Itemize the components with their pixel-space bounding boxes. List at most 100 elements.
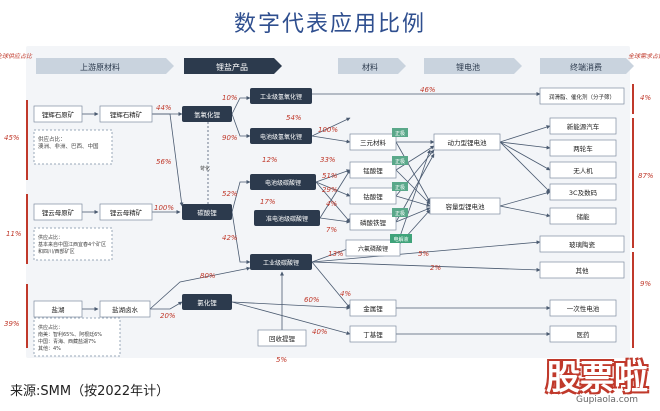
header-terminal: 终端消费 xyxy=(570,62,602,72)
svg-text:锂辉石原矿: 锂辉石原矿 xyxy=(42,110,75,119)
tag-cathode: 正极 xyxy=(392,128,408,137)
note-box-spodumene: 供应占比：澳洲、非洲、巴西、中国 xyxy=(33,129,113,165)
connectors xyxy=(82,92,551,336)
pct-brine-licl: 20% xyxy=(160,312,176,320)
header-material: 材料 xyxy=(362,62,378,72)
tag-cathode: 正极 xyxy=(392,156,408,165)
node-bat-li2co3: 电池级碳酸锂 xyxy=(250,174,316,190)
svg-text:正极: 正极 xyxy=(395,184,405,191)
node-nev: 新能源汽车 xyxy=(549,117,617,135)
node-li2co3: 碳酸锂 xyxy=(182,204,232,220)
node-ess: 储能 xyxy=(549,207,617,225)
pct-supply-lepido: 11% xyxy=(6,230,22,238)
node-lioh: 氢氧化锂 xyxy=(182,106,232,122)
svg-text:氢氧化锂: 氢氧化锂 xyxy=(194,110,221,119)
pct-li2co3-ind: 42% xyxy=(222,234,238,242)
svg-text:润滑脂、催化剂（分子筛）: 润滑脂、催化剂（分子筛） xyxy=(549,93,615,101)
node-power-battery: 动力型锂电池 xyxy=(433,133,501,151)
note-line: 澳洲、非洲、巴西、中国 xyxy=(38,142,99,150)
side-label-left: 全球供应占比 xyxy=(0,52,33,60)
pct-ind-metal: 4% xyxy=(340,290,351,298)
svg-text:三元材料: 三元材料 xyxy=(360,138,387,147)
node-glass: 玻璃陶瓷 xyxy=(539,235,625,253)
pct-bat-li2co3-12: 12% xyxy=(262,156,278,164)
pct-bat-lioh-ncm: 100% xyxy=(318,126,338,134)
node-other: 其他 xyxy=(539,261,625,279)
divider-bar xyxy=(26,100,28,180)
pct-to-lco-29: 29% xyxy=(322,186,338,194)
pct-demand-other: 9% xyxy=(640,280,651,288)
svg-text:两轮车: 两轮车 xyxy=(573,144,593,153)
svg-text:磷酸铁锂: 磷酸铁锂 xyxy=(360,218,387,227)
svg-text:新能源汽车: 新能源汽车 xyxy=(567,122,600,131)
flow-diagram: 上游原材料 锂盐产品 材料 锂电池 终端消费 全球供应占比 全球需求占比 供应占… xyxy=(0,52,660,364)
pct-to-lmo-33: 33% xyxy=(320,156,336,164)
watermark-url: Gupiaola.com xyxy=(576,395,639,405)
note-line: 供应占比： xyxy=(38,135,66,143)
node-ebike: 两轮车 xyxy=(549,139,617,157)
node-lco: 钴酸锂 xyxy=(349,187,397,205)
note-box-lepido: 供应占比：基本来自中国江西宜春4个矿区和四川/西部矿区 xyxy=(33,227,113,261)
pct-brine-li2co3: 80% xyxy=(200,272,216,280)
node-lipf6: 六氟磷酸锂 xyxy=(345,239,401,257)
watermark-logo: 股票啦 xyxy=(546,358,648,398)
node-licl: 氯化锂 xyxy=(182,294,232,310)
pct-lep-li2co3: 100% xyxy=(154,204,174,212)
node-spodumene-ore: 锂辉石原矿 xyxy=(33,105,83,123)
svg-text:锰酸锂: 锰酸锂 xyxy=(363,166,383,175)
svg-text:供应占比：南美：智利65%、阿根廷6%中国：青海、西藏盐湖7: 供应占比：南美：智利65%、阿根廷6%中国：青海、西藏盐湖7%其他：4% xyxy=(38,324,102,352)
side-label-right: 全球需求占比 xyxy=(628,52,660,60)
svg-text:准电池级碳酸锂: 准电池级碳酸锂 xyxy=(266,215,308,223)
divider-bar xyxy=(26,284,28,348)
node-recycle: 回收提锂 xyxy=(257,329,307,347)
pct-to-lfp-7: 7% xyxy=(326,226,337,234)
pct-ind-lioh-grease: 46% xyxy=(420,86,436,94)
svg-text:电池级氢氧化锂: 电池级氢氧化锂 xyxy=(260,133,302,141)
svg-text:其他: 其他 xyxy=(576,266,590,275)
svg-text:医药: 医药 xyxy=(577,330,591,339)
pct-supply-brine: 39% xyxy=(4,320,20,328)
node-lepido-conc: 锂云母精矿 xyxy=(99,203,153,221)
node-li-metal: 金属锂 xyxy=(349,299,397,317)
svg-text:供应占比：澳洲、非洲、巴西、中国: 供应占比：澳洲、非洲、巴西、中国 xyxy=(38,135,99,150)
svg-text:钴酸锂: 钴酸锂 xyxy=(363,192,383,201)
pct-demand-battery: 87% xyxy=(638,172,654,180)
svg-text:盐湖卤水: 盐湖卤水 xyxy=(112,305,139,314)
node-primary-battery: 一次性电池 xyxy=(549,299,617,317)
divider-bar xyxy=(632,84,634,114)
svg-text:碳酸锂: 碳酸锂 xyxy=(197,208,217,217)
node-quasi-li2co3: 准电池级碳酸锂 xyxy=(254,210,320,226)
note-line: 和四川/西部矿区 xyxy=(38,248,75,255)
svg-text:无人机: 无人机 xyxy=(573,166,593,175)
header-upstream: 上游原材料 xyxy=(80,62,120,72)
node-ind-li2co3: 工业级碳酸锂 xyxy=(250,254,312,270)
svg-text:回收提锂: 回收提锂 xyxy=(269,334,296,343)
percent-labels: 45% 11% 39% 44% 56% 100% 80% 20% 10% 90%… xyxy=(4,86,654,364)
pct-licl-buli: 40% xyxy=(312,328,328,336)
tag-cathode: 正极 xyxy=(392,208,408,217)
node-lfp: 磷酸铁锂 xyxy=(349,213,397,231)
pct-to-lfp-4: 4% xyxy=(326,200,337,208)
svg-text:氯化锂: 氯化锂 xyxy=(197,298,217,307)
divider-bar xyxy=(632,118,634,248)
pct-bat-lioh-54: 54% xyxy=(286,114,302,122)
pct-to-lipf6-13: 13% xyxy=(328,250,344,258)
node-spodumene-conc: 锂辉石精矿 xyxy=(99,105,153,123)
node-grease: 润滑脂、催化剂（分子筛） xyxy=(539,87,625,105)
svg-text:正极: 正极 xyxy=(395,158,405,165)
divider-bar xyxy=(632,252,634,348)
pct-bat-li2co3-17: 17% xyxy=(260,198,276,206)
pct-supply-spodumene: 45% xyxy=(4,134,20,142)
svg-text:金属锂: 金属锂 xyxy=(363,304,383,313)
svg-text:玻璃陶瓷: 玻璃陶瓷 xyxy=(569,240,596,249)
pct-ind-other: 2% xyxy=(430,264,441,272)
note-line: 供应占比： xyxy=(38,324,63,331)
pct-to-lmo-51: 51% xyxy=(322,172,338,180)
node-ncm: 三元材料 xyxy=(349,133,397,151)
conversion-label: 苛化 xyxy=(200,165,210,172)
note-line: 中国：青海、西藏盐湖7% xyxy=(38,338,96,345)
svg-text:盐湖: 盐湖 xyxy=(52,305,66,314)
tag-cathode: 正极 xyxy=(392,182,408,191)
header-lithium-salt: 锂盐产品 xyxy=(216,62,248,72)
note-line: 其他：4% xyxy=(38,345,61,352)
